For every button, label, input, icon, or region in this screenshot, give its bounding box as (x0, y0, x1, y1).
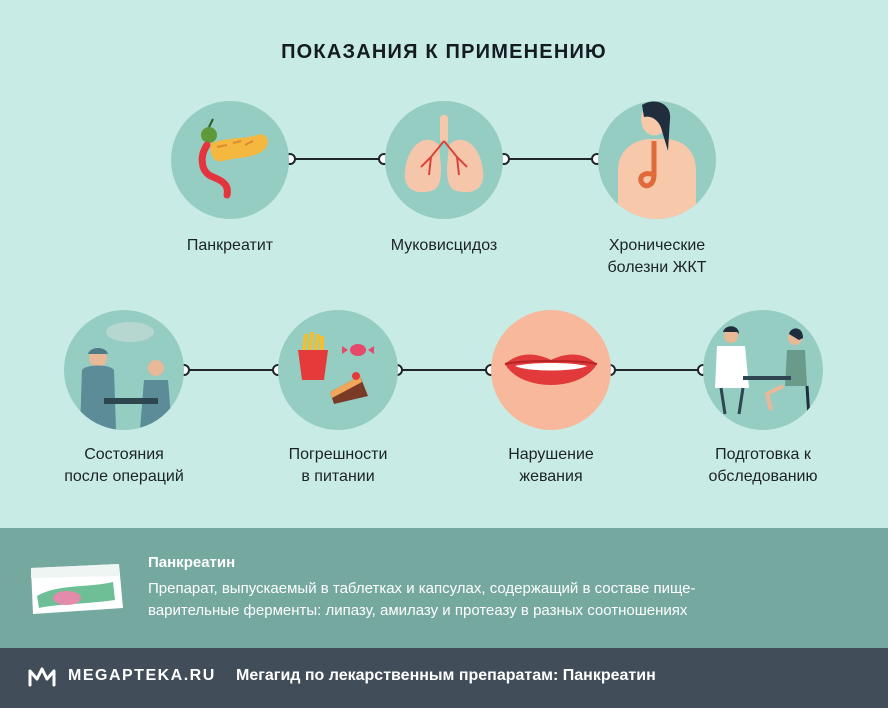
footer (0, 648, 888, 708)
indication-label-pancreatitis: Панкреатит (186, 237, 274, 254)
digestive-tract-icon (598, 101, 716, 219)
drug-name: Панкреатин (148, 554, 236, 571)
drug-package-image (27, 560, 125, 616)
surgery-icon (64, 310, 184, 430)
indication-label-chewing-disorder: Нарушение жевания (508, 446, 594, 485)
indication-label-post-surgery: Состояния после операций (64, 446, 184, 485)
connector-line (504, 158, 598, 160)
indication-label-cystic-fibrosis: Муковисцидоз (390, 237, 498, 254)
connector-line (610, 369, 704, 371)
megapteka-logo-icon (28, 665, 56, 689)
drug-info-band (0, 528, 888, 648)
indication-label-diet-errors: Погрешности в питании (288, 446, 388, 485)
connector-line (397, 369, 491, 371)
pancreas-icon (171, 101, 289, 219)
page-title: ПОКАЗАНИЯ К ПРИМЕНЕНИЮ (281, 41, 607, 63)
doctor-consultation-icon (703, 310, 823, 430)
connector-line (184, 369, 278, 371)
connector-line (290, 158, 384, 160)
mouth-icon (491, 310, 611, 430)
indications-panel (0, 0, 888, 528)
indication-label-chronic-gi-diseases: Хронические болезни ЖКТ (607, 237, 707, 276)
site-logo-text[interactable]: MEGAPTEKA.RU (68, 667, 216, 684)
junk-food-icon (278, 310, 398, 430)
drug-description: Препарат, выпускаемый в таблетках и капс… (148, 580, 696, 619)
lungs-icon (385, 101, 503, 219)
indication-label-exam-preparation: Подготовка к обследованию (708, 446, 818, 485)
footer-caption: Мегагид по лекарственным препаратам: Пан… (236, 667, 656, 684)
